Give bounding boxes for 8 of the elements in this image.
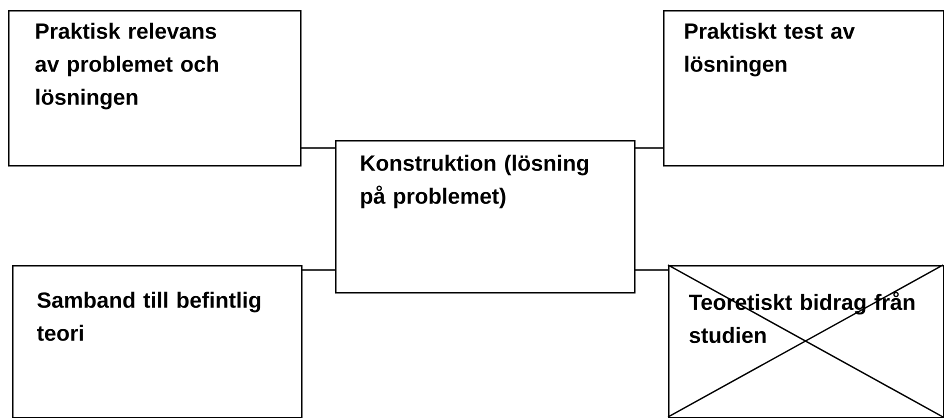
text-box: Praktiskt test av lösningen xyxy=(663,10,944,166)
connector-line xyxy=(636,269,668,271)
text-box: Konstruktion (lösning på problemet) xyxy=(335,140,636,294)
text-box: Samband till befintlig teori xyxy=(12,265,302,418)
connector-line xyxy=(302,269,335,271)
text-box: Praktisk relevans av problemet och lösningen xyxy=(8,10,302,166)
connector-line xyxy=(636,147,663,149)
connector-line xyxy=(302,147,335,149)
